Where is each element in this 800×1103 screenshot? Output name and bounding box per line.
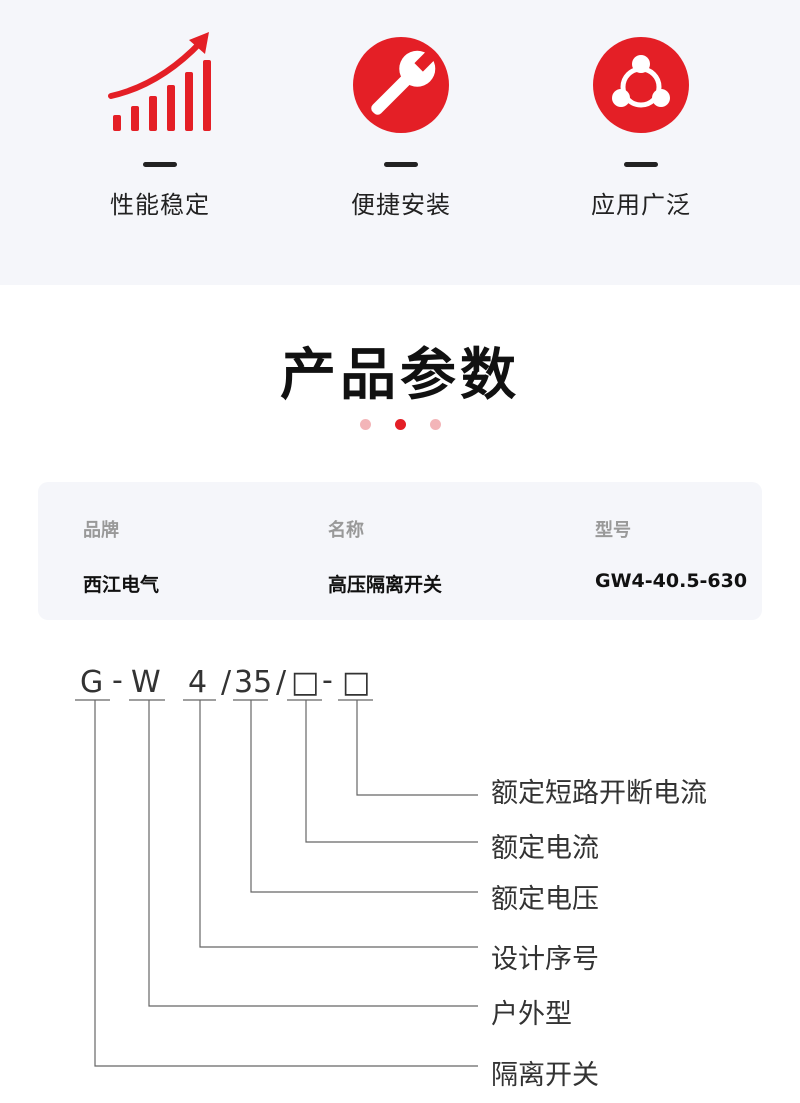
feature-divider bbox=[384, 162, 418, 167]
code-part: / bbox=[221, 665, 232, 700]
param-key: 名称 bbox=[328, 520, 364, 541]
param-model: 型号 GW4-40.5-630 bbox=[595, 516, 747, 592]
dot bbox=[359, 419, 371, 430]
param-value: GW4-40.5-630 bbox=[595, 570, 748, 592]
code-part: - bbox=[112, 663, 123, 698]
feature-wide-application: 应用广泛 bbox=[561, 30, 721, 220]
model-code-svg: G - W 4 / 35 / □ - □ 额定短路开断电流 额定电流 bbox=[75, 663, 707, 1091]
title-dots bbox=[0, 419, 800, 430]
code-part: W bbox=[131, 665, 161, 700]
code-description: 户外型 bbox=[491, 999, 572, 1030]
feature-easy-install: 便捷安装 bbox=[321, 30, 481, 220]
feature-divider bbox=[624, 162, 658, 167]
param-value: 高压隔离开关 bbox=[328, 574, 443, 596]
features-section: 性能稳定 便捷安装 应用广泛 bbox=[0, 0, 800, 285]
feature-stable-performance: 性能稳定 bbox=[80, 30, 240, 220]
param-key: 型号 bbox=[595, 520, 631, 541]
model-code-diagram: G - W 4 / 35 / □ - □ 额定短路开断电流 额定电流 bbox=[0, 650, 800, 1103]
share-network-icon bbox=[593, 37, 689, 133]
code-description: 额定电流 bbox=[491, 833, 599, 864]
param-key: 品牌 bbox=[83, 520, 119, 541]
code-part: 35 bbox=[234, 665, 272, 700]
feature-label: 便捷安装 bbox=[351, 191, 451, 219]
growth-chart-icon bbox=[108, 32, 211, 131]
code-part: / bbox=[276, 665, 287, 700]
code-part: - bbox=[322, 663, 333, 698]
param-value: 西江电气 bbox=[83, 574, 160, 596]
connector-lines bbox=[94, 700, 478, 1067]
section-title: 产品参数 bbox=[280, 343, 520, 408]
params-panel: 品牌 西江电气 名称 高压隔离开关 型号 GW4-40.5-630 bbox=[38, 482, 762, 620]
code-part: □ bbox=[342, 665, 370, 700]
code-part: 4 bbox=[188, 665, 207, 700]
param-name: 名称 高压隔离开关 bbox=[328, 516, 442, 597]
code-part: □ bbox=[291, 665, 319, 700]
code-description: 额定电压 bbox=[491, 884, 599, 915]
wrench-icon bbox=[353, 37, 449, 133]
feature-label: 性能稳定 bbox=[110, 191, 210, 219]
dot-active bbox=[394, 419, 406, 430]
code-description: 设计序号 bbox=[491, 944, 599, 975]
code-description: 额定短路开断电流 bbox=[491, 778, 707, 809]
code-part: G bbox=[80, 665, 103, 700]
code-description: 隔离开关 bbox=[491, 1060, 599, 1091]
param-brand: 品牌 西江电气 bbox=[83, 516, 159, 597]
dot bbox=[429, 419, 441, 430]
feature-divider bbox=[143, 162, 177, 167]
feature-label: 应用广泛 bbox=[591, 191, 691, 219]
